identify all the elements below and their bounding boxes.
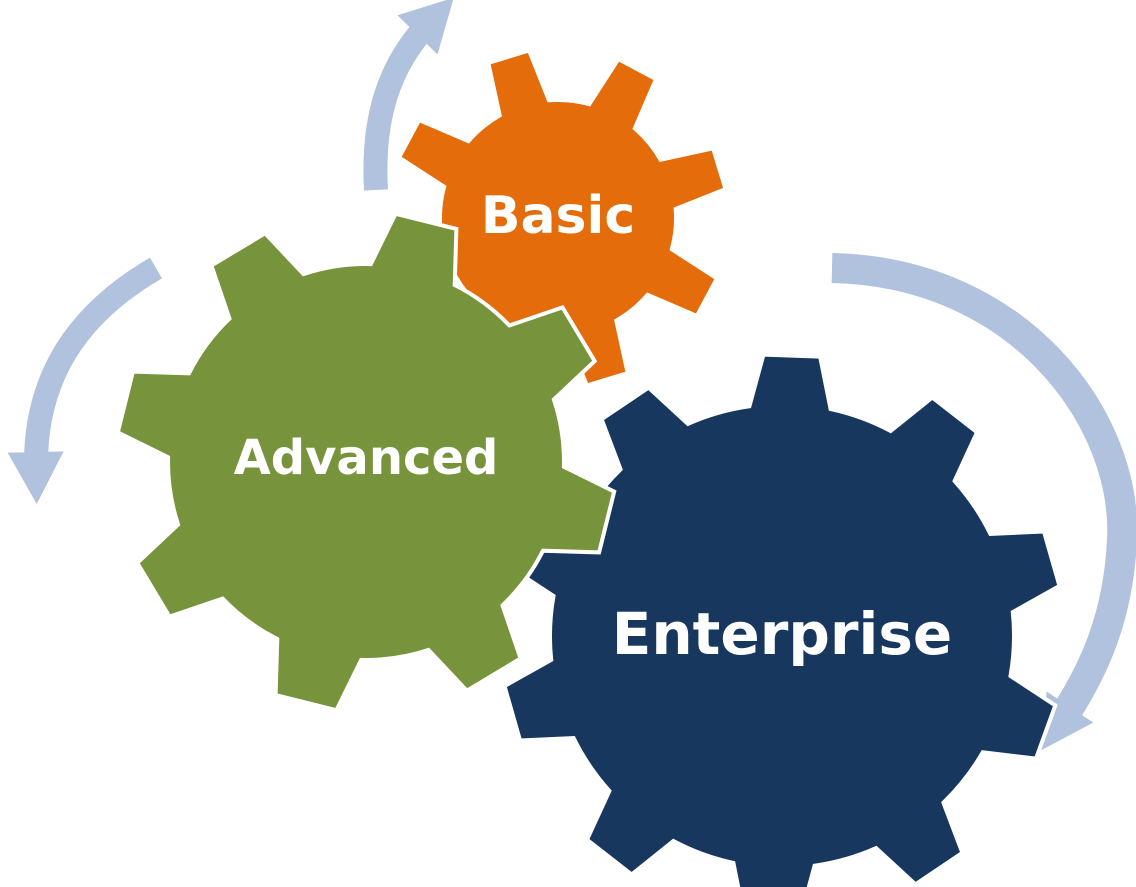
basic-label: Basic (481, 186, 635, 246)
advanced-label: Advanced (234, 430, 499, 486)
advanced-gear[interactable]: Advanced (115, 211, 617, 713)
basic-cycle-arrow (363, 0, 454, 191)
enterprise-cycle-arrow (831, 253, 1136, 751)
enterprise-gear[interactable]: Enterprise (502, 352, 1062, 887)
advanced-cycle-arrow (7, 257, 163, 504)
enterprise-label: Enterprise (612, 600, 952, 668)
advanced-gear-shape (115, 211, 617, 713)
